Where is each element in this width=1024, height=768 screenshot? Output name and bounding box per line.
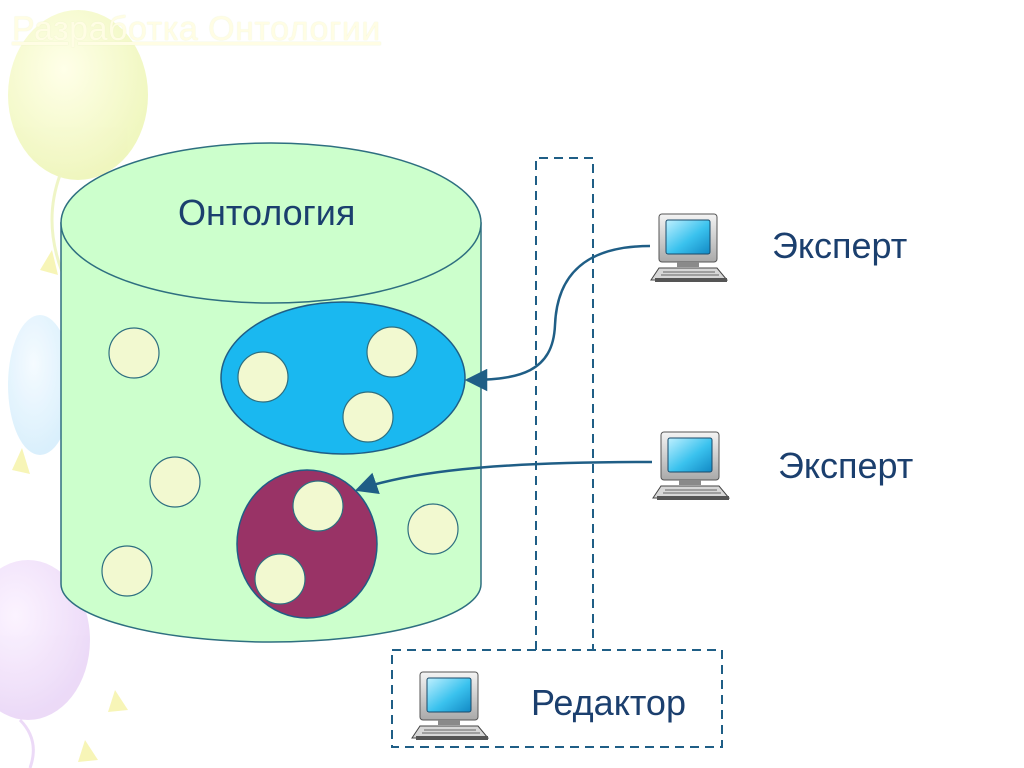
concept-node — [149, 456, 201, 508]
editor-frame — [391, 649, 723, 748]
computer-icon — [650, 213, 728, 283]
computer-icon — [411, 671, 489, 741]
concept-nodes — [101, 326, 459, 605]
concept-node — [342, 391, 394, 443]
expert-2-connector — [354, 460, 653, 494]
ontology-label: Онтология — [178, 192, 356, 233]
concept-node — [237, 351, 289, 403]
expert-1-label: Эксперт — [772, 225, 908, 266]
concept-node — [101, 545, 153, 597]
background-balloons — [0, 10, 148, 768]
concept-node — [254, 553, 306, 605]
computer-icon — [652, 431, 730, 501]
expert-2-label: Эксперт — [778, 445, 914, 486]
concept-node — [292, 480, 344, 532]
dashed-channel — [535, 157, 594, 650]
concept-node — [108, 327, 160, 379]
editor-label: Редактор — [531, 682, 686, 723]
concept-node — [366, 326, 418, 378]
slide-title[interactable]: Разработка Онтологии — [12, 10, 381, 48]
expert-1-connector — [464, 244, 651, 392]
concept-node — [407, 503, 459, 555]
